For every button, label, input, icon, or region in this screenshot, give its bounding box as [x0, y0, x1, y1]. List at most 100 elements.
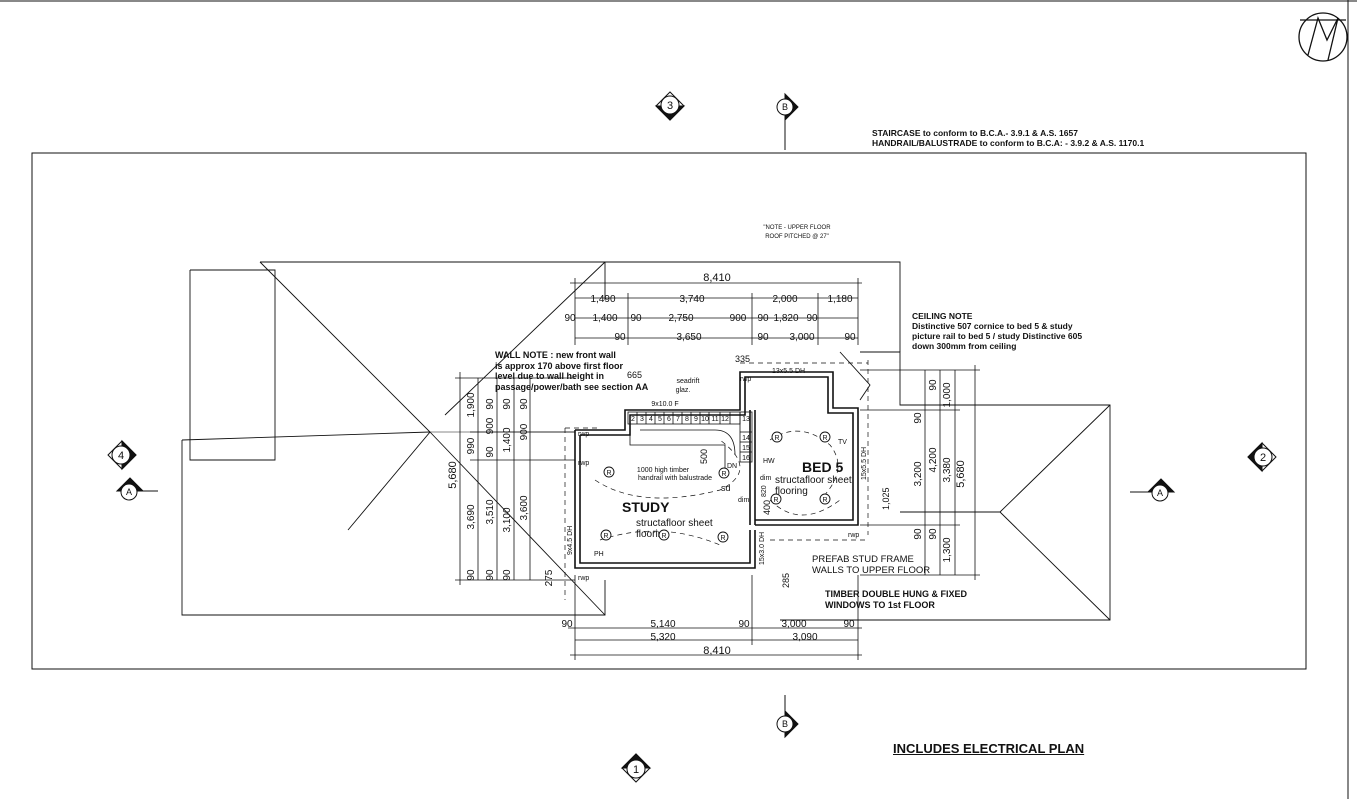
building-walls — [574, 371, 859, 569]
dim-right: 90 — [913, 528, 924, 540]
dim-left: 3,510 — [485, 499, 496, 524]
stair-step: 6 — [667, 416, 671, 423]
stair-step: 3 — [640, 416, 644, 423]
grid-marker-1 — [620, 753, 652, 783]
dim-left: 900 — [485, 417, 496, 434]
light-mark: R — [721, 471, 726, 478]
room-label-study: STUDY — [622, 499, 670, 515]
sd-label: sd — [721, 483, 731, 493]
dim-bottom: 90 — [843, 619, 855, 630]
stair-step: 11 — [711, 416, 718, 423]
dim-left: 90 — [502, 569, 513, 581]
stair-step: 13 — [742, 416, 750, 423]
dim-top: 90 — [844, 332, 856, 343]
section-marker-b-bottom — [776, 709, 799, 739]
light-mark: R — [606, 470, 611, 477]
dim-right: 3,380 — [942, 457, 953, 482]
dim-right-total: 5,680 — [955, 460, 967, 488]
dim-top: 90 — [806, 313, 818, 324]
stair-step: 10 — [701, 416, 709, 423]
windows-note: TIMBER DOUBLE HUNG & FIXED WINDOWS TO 1s… — [825, 589, 967, 611]
stair-step: 2 — [631, 416, 635, 423]
grid-label-2: 2 — [1260, 452, 1266, 464]
stair-step: 7 — [676, 416, 680, 423]
dim-left: 1,400 — [502, 427, 513, 452]
windows-note-line2: WINDOWS TO 1st FLOOR — [825, 600, 935, 610]
light-mark: R — [773, 497, 778, 504]
dim-misc: 665 — [627, 370, 642, 380]
dimensions-right — [860, 365, 980, 580]
window-label: 13x5.5 DH — [772, 368, 805, 375]
grid-label-3: 3 — [667, 100, 673, 112]
north-arrow-icon — [1298, 12, 1348, 62]
dim-right: 1,300 — [942, 537, 953, 562]
dim-misc: 820 — [761, 485, 768, 497]
rwp-label: rwp — [578, 575, 589, 582]
prefab-note-line2: WALLS TO UPPER FLOOR — [812, 565, 931, 576]
dim-bottom: 90 — [561, 619, 573, 630]
dim-top: 90 — [630, 313, 642, 324]
dim-top: 900 — [730, 313, 747, 324]
dim-misc: 335 — [735, 354, 750, 364]
dim-top: 1,180 — [827, 294, 852, 305]
ph-label: PH — [594, 551, 604, 558]
prefab-note: PREFAB STUD FRAME WALLS TO UPPER FLOOR — [812, 554, 930, 576]
rwp-label: rwp — [578, 431, 589, 438]
stair-step: 5 — [658, 416, 662, 423]
stair-step: 4 — [649, 416, 653, 423]
dim-right: 3,200 — [913, 461, 924, 486]
ceiling-light-icon — [717, 531, 729, 543]
dim-bottom: 3,000 — [781, 619, 806, 630]
ceiling-light-icon — [718, 467, 730, 479]
upper-floor-note-1: "NOTE - UPPER FLOOR — [763, 225, 831, 231]
window-label: 15x3.0 DH — [759, 532, 766, 565]
dim-left: 90 — [485, 398, 496, 410]
bed5-floor-line2: flooring — [775, 486, 808, 497]
dim-top: 2,000 — [772, 294, 797, 305]
dim-misc: 400 — [762, 500, 772, 515]
dim-bottom: 3,090 — [792, 632, 817, 643]
wall-note-line1: WALL NOTE : new front wall — [495, 350, 616, 360]
study-floor-line1: structafloor sheet — [636, 518, 713, 529]
section-marker-a-left — [115, 477, 145, 501]
dim-top: 2,750 — [668, 313, 693, 324]
ceiling-note-line1: Distinctive 507 cornice to bed 5 & study — [912, 321, 1073, 331]
ceiling-note-title: CEILING NOTE — [912, 311, 973, 321]
ceiling-light-icon — [770, 493, 782, 505]
grid-marker-2 — [1247, 441, 1277, 473]
stair-step: 9 — [694, 416, 698, 423]
dim-switch-label: dim — [760, 475, 771, 482]
staircase-note-line1: STAIRCASE to conform to B.C.A.- 3.9.1 & … — [872, 128, 1078, 138]
dim-left: 900 — [519, 423, 530, 440]
dim-left: 990 — [466, 437, 477, 454]
study-floor-line2: flooring — [636, 529, 669, 540]
dim-bottom: 90 — [738, 619, 750, 630]
dim-left: 90 — [485, 446, 496, 458]
light-mark: R — [822, 497, 827, 504]
ceiling-light-icon — [819, 493, 831, 505]
dim-left: 1,900 — [466, 392, 477, 417]
dim-right: 4,200 — [928, 447, 939, 472]
wall-note: WALL NOTE : new front wall is approx 170… — [495, 350, 648, 392]
ceiling-note-line2: picture rail to bed 5 / study Distinctiv… — [912, 331, 1083, 341]
stair-going: 9x10.0 F — [651, 401, 678, 408]
dim-top: 1,490 — [590, 294, 615, 305]
dim-bottom-total: 8,410 — [703, 645, 731, 657]
stair-step: 12 — [721, 416, 729, 423]
dim-top: 90 — [757, 332, 769, 343]
stair-step: 15 — [742, 445, 750, 452]
dim-left: 90 — [485, 569, 496, 581]
dim-left: 90 — [502, 398, 513, 410]
dim-top: 3,740 — [679, 294, 704, 305]
section-label-b-top: B — [782, 102, 788, 112]
upper-floor-note-2: ROOF PITCHED @ 27" — [765, 234, 829, 240]
seadrift-label: seadrift — [677, 378, 700, 385]
stair-step: 14 — [742, 435, 750, 442]
hw-label: HW — [763, 458, 775, 465]
wall-note-line3: level due to wall height in — [495, 371, 605, 381]
windows-note-line1: TIMBER DOUBLE HUNG & FIXED — [825, 589, 968, 599]
dim-misc: 285 — [781, 573, 791, 588]
dim-top-total: 8,410 — [703, 272, 731, 284]
ceiling-light-icon — [819, 431, 831, 443]
